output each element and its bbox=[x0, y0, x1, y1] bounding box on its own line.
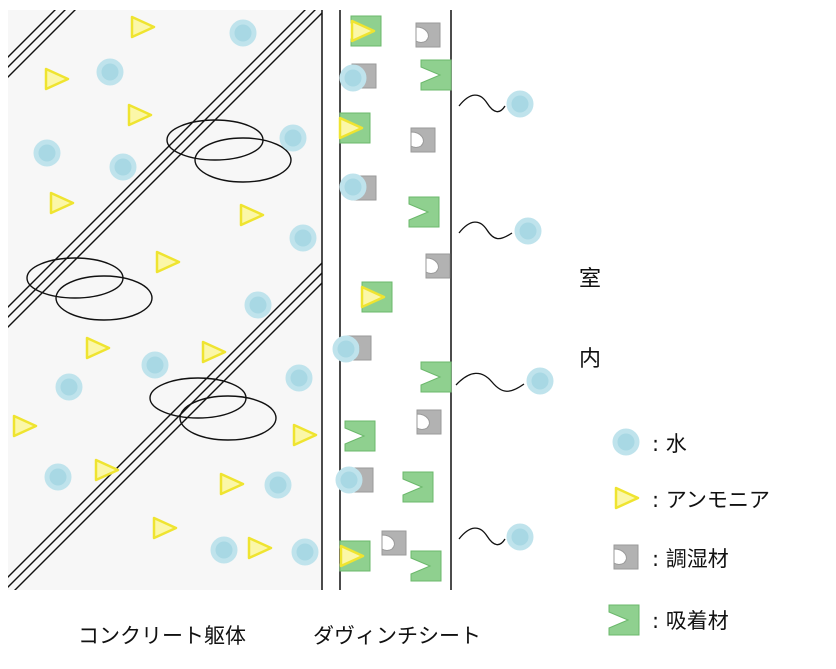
water-icon bbox=[282, 127, 304, 149]
water-icon bbox=[529, 370, 551, 392]
humidity-control-material-icon bbox=[415, 22, 441, 48]
caption-concrete: コンクリート躯体 bbox=[78, 624, 246, 648]
room-label-char-2: 内 bbox=[579, 347, 601, 372]
water-icon bbox=[99, 61, 121, 83]
concrete-cracks bbox=[8, 10, 322, 590]
released-water bbox=[455, 93, 551, 548]
adsorbent-icon bbox=[410, 550, 442, 582]
water-icon bbox=[144, 354, 166, 376]
water-icon bbox=[112, 156, 134, 178]
legend: : 水 : アンモニア : 調湿材 : 吸着材 bbox=[608, 431, 770, 636]
adsorbent-icon bbox=[344, 420, 376, 452]
humidity-control-material-icon bbox=[410, 127, 436, 153]
water-icon bbox=[58, 376, 80, 398]
water-icon bbox=[232, 22, 254, 44]
water-icon bbox=[338, 469, 360, 491]
humidity-control-material-icon bbox=[416, 409, 442, 435]
legend-water-icon bbox=[615, 431, 637, 453]
water-icon bbox=[267, 474, 289, 496]
water-icon bbox=[342, 67, 364, 89]
adsorbent-icon bbox=[408, 196, 440, 228]
davinci-sheet bbox=[339, 10, 452, 590]
legend-ammonia-icon bbox=[614, 486, 640, 510]
sheet-adsorbents bbox=[339, 15, 452, 582]
water-icon bbox=[47, 466, 69, 488]
water-icon bbox=[342, 176, 364, 198]
legend-adsorbent-label: : 吸着材 bbox=[652, 609, 729, 633]
adsorbent-icon bbox=[402, 471, 434, 503]
water-icon bbox=[517, 220, 539, 242]
legend-humidity-control-material-icon bbox=[613, 544, 639, 570]
caption-sheet: ダヴィンチシート bbox=[313, 624, 481, 648]
humidity-control-material-icon bbox=[425, 253, 451, 279]
water-icon bbox=[294, 541, 316, 563]
water-icon bbox=[509, 93, 531, 115]
legend-humidity-control-material-label: : 調湿材 bbox=[652, 547, 729, 571]
water-icon bbox=[509, 526, 531, 548]
water-icon bbox=[335, 338, 357, 360]
adsorbent-icon bbox=[420, 361, 452, 393]
adsorbent-icon bbox=[420, 59, 452, 91]
water-icon bbox=[288, 367, 310, 389]
water-icon bbox=[247, 294, 269, 316]
water-icon bbox=[213, 539, 235, 561]
legend-water-label: : 水 bbox=[652, 432, 687, 456]
room-label-char-1: 室 bbox=[579, 267, 601, 292]
legend-ammonia-label: : アンモニア bbox=[652, 488, 770, 512]
water-icon bbox=[36, 142, 58, 164]
water-icon bbox=[292, 227, 314, 249]
legend-adsorbent-icon bbox=[608, 604, 640, 636]
concrete-body bbox=[8, 10, 323, 590]
humidity-control-material-icon bbox=[381, 530, 407, 556]
